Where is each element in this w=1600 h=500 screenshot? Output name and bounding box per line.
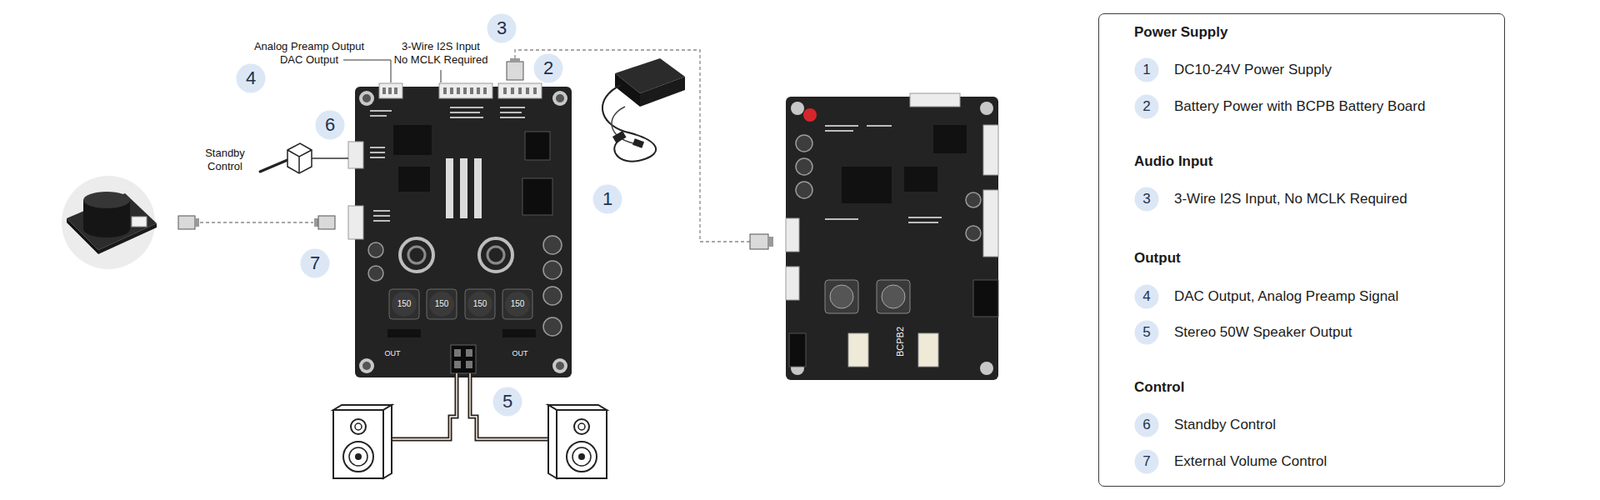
- legend-item-text: External Volume Control: [1174, 452, 1327, 471]
- callout-circle-fill: [1135, 285, 1160, 310]
- callout-circle-fill: [534, 54, 564, 84]
- amplifier-board: [348, 83, 572, 378]
- silkscreen-text: OUT: [512, 349, 529, 359]
- legend-heading: Audio Input: [1134, 152, 1213, 171]
- legend-heading: Power Supply: [1134, 23, 1228, 42]
- callout-number: 7: [300, 248, 330, 279]
- callout-number: 5: [492, 386, 523, 417]
- callout-circle-fill: [1135, 95, 1160, 120]
- callout-circle: 2: [533, 53, 564, 84]
- callout-circle-fill: [315, 110, 345, 140]
- legend-item-text: 3-Wire I2S Input, No MCLK Required: [1174, 190, 1408, 209]
- callout-label: Standby Control: [199, 146, 251, 174]
- callout-circle: 1: [1134, 57, 1160, 83]
- callout-circle: 2: [1134, 94, 1160, 120]
- callout-circle-fill: [493, 387, 523, 417]
- callout-circle-fill: [1135, 58, 1160, 83]
- battery-board: [785, 93, 999, 380]
- callout-number: 4: [235, 63, 266, 94]
- callout-label: 3-Wire I2S Input: [401, 40, 480, 54]
- callout-circle-fill: [1135, 187, 1160, 212]
- callout-circle: 4: [1134, 284, 1160, 310]
- legend-heading: Output: [1134, 249, 1181, 268]
- legend-item-text: DC10-24V Power Supply: [1174, 60, 1332, 80]
- legend-item-text: Stereo 50W Speaker Output: [1174, 323, 1353, 342]
- power-adapter: [602, 58, 685, 162]
- callout-number: 1: [592, 184, 623, 215]
- callout-circle: 7: [300, 248, 330, 279]
- silkscreen-text: 150: [397, 299, 412, 310]
- standby-switch: [260, 143, 349, 174]
- callout-number: 5: [1134, 320, 1160, 345]
- callout-circle: 5: [1134, 320, 1160, 345]
- speakers: [333, 373, 607, 479]
- callout-circle-fill: [593, 185, 623, 215]
- callout-number: 4: [1134, 284, 1160, 310]
- callout-number: 2: [1134, 94, 1160, 120]
- i2s-cable: [506, 50, 774, 250]
- silkscreen-text: 150: [510, 299, 525, 310]
- legend-item-text: Battery Power with BCPB Battery Board: [1174, 97, 1425, 116]
- callout-number: 7: [1134, 449, 1160, 475]
- silkscreen-text: OUT: [385, 349, 401, 359]
- callout-circle: 5: [492, 386, 523, 417]
- callout-number: 6: [315, 110, 345, 140]
- callout-number: 1: [1134, 57, 1160, 83]
- callout-circle: 1: [592, 184, 623, 215]
- silkscreen-text: 150: [435, 299, 450, 310]
- callout-label: Analog Preamp Output: [254, 40, 365, 54]
- legend-item-text: DAC Output, Analog Preamp Signal: [1174, 287, 1399, 306]
- callout-circle: 4: [235, 63, 266, 94]
- volume-module: [61, 175, 335, 270]
- legend-item-text: Standby Control: [1174, 415, 1276, 435]
- callout-circle: 3: [486, 13, 517, 44]
- callout-label: DAC Output: [280, 53, 339, 67]
- legend-panel: Power SupplyDC10-24V Power SupplyBattery…: [1098, 13, 1505, 487]
- callout-circle: 3: [1134, 186, 1160, 212]
- callout-circle-fill: [1135, 320, 1160, 345]
- callout-label: No MCLK Required: [394, 53, 489, 67]
- callout-circle-fill: [300, 249, 330, 279]
- callout-number: 3: [486, 13, 517, 44]
- callout-number: 2: [533, 53, 564, 84]
- silkscreen-text: 150: [473, 299, 488, 310]
- callout-circle-fill: [236, 64, 266, 94]
- callout-circle: 6: [1134, 412, 1160, 438]
- callout-circle: 7: [1134, 449, 1160, 475]
- callout-circle-fill: [487, 14, 517, 44]
- callout-circle-fill: [1135, 450, 1160, 475]
- silkscreen-text: BCPB2: [895, 326, 906, 357]
- callout-number: 3: [1134, 186, 1160, 212]
- legend-heading: Control: [1134, 378, 1185, 397]
- callout-circle: 6: [315, 110, 345, 140]
- callout-circle-fill: [1135, 413, 1160, 438]
- callout-number: 6: [1134, 412, 1160, 438]
